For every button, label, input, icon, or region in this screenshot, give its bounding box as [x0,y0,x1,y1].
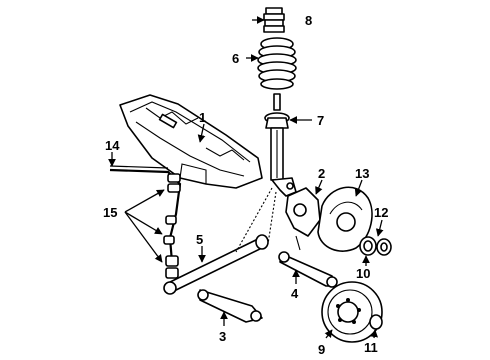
leader-lines [108,16,384,339]
callout-7: 7 [317,113,324,128]
callout-14: 14 [105,138,120,153]
backing-plate [317,186,373,252]
brake-drum [321,281,383,343]
grease-cap [369,314,383,330]
coil-spring [257,37,297,90]
callout-15: 15 [103,205,117,220]
callout-12: 12 [374,205,388,220]
callout-13: 13 [355,166,369,181]
callout-8: 8 [305,13,312,28]
callout-1: 1 [199,110,206,125]
lateral-link [278,251,338,288]
callout-10: 10 [356,266,370,281]
stabilizer-bushings [163,173,181,279]
strut-assembly [264,93,297,197]
callout-9: 9 [318,342,325,357]
callout-11: 11 [364,340,378,355]
bump-stop [263,7,285,33]
crossmember [119,94,263,189]
lower-control-arm [197,289,263,323]
callout-4: 4 [291,286,299,301]
callout-2: 2 [318,166,325,181]
callout-5: 5 [196,232,203,247]
steering-knuckle [285,187,321,251]
hub-nut [359,236,377,256]
trailing-arm [163,234,269,295]
wheel-bearing [376,238,392,256]
callout-3: 3 [219,329,226,344]
callout-6: 6 [232,51,239,66]
